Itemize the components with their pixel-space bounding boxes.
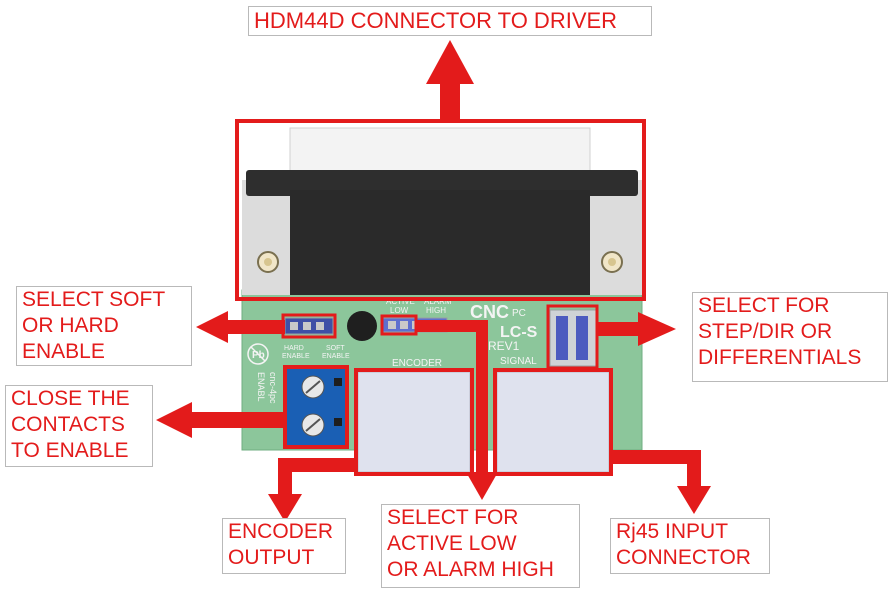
rj45-input-label: Rj45 INPUT CONNECTOR bbox=[610, 518, 770, 574]
encoder-rj45-jack bbox=[357, 371, 471, 473]
capacitor-component bbox=[347, 311, 377, 341]
soft-enable-silk-2: ENABLE bbox=[322, 353, 350, 360]
hdm-connector-label: HDM44D CONNECTOR TO DRIVER bbox=[248, 6, 652, 36]
soft-hard-enable-label: SELECT SOFT OR HARD ENABLE bbox=[16, 286, 192, 366]
hard-enable-silk: HARD bbox=[284, 345, 304, 352]
pb-free-logo-icon: Pb bbox=[247, 343, 269, 365]
close-contacts-line-3: TO ENABLE bbox=[11, 439, 129, 462]
brand-suffix-silk: PC bbox=[512, 308, 526, 319]
annotation-arrows bbox=[156, 40, 711, 522]
step-dir-line-3: DIFFERENTIALS bbox=[698, 346, 862, 369]
step-dir-jumpers bbox=[549, 309, 597, 367]
encoder-output-line-1: ENCODER bbox=[228, 520, 334, 543]
alarm-high-silk-2: HIGH bbox=[426, 306, 446, 315]
close-contacts-line-2: CONTACTS bbox=[11, 413, 125, 436]
encoder-silk: ENCODER bbox=[392, 358, 442, 369]
active-low-line-1: SELECT FOR bbox=[387, 506, 519, 529]
signal-silk: SIGNAL bbox=[500, 356, 537, 367]
active-low-label: SELECT FOR ACTIVE LOW OR ALARM HIGH bbox=[381, 504, 580, 588]
soft-hard-line-3: ENABLE bbox=[22, 340, 105, 363]
soft-hard-line-1: SELECT SOFT bbox=[22, 288, 166, 311]
close-contacts-label: CLOSE THE CONTACTS TO ENABLE bbox=[5, 385, 153, 467]
brand-silk: CNC bbox=[470, 302, 509, 322]
enable-terminal-block bbox=[287, 369, 345, 445]
rj45-line-1: Rj45 INPUT bbox=[616, 520, 729, 543]
hdm-connector-text: HDM44D CONNECTOR TO DRIVER bbox=[254, 8, 618, 33]
soft-hard-line-2: OR HARD bbox=[22, 314, 119, 337]
active-low-silk: ACTIVE bbox=[386, 297, 415, 306]
step-dir-label: SELECT FOR STEP/DIR OR DIFFERENTIALS bbox=[692, 292, 888, 382]
enable-silk: ENABL bbox=[256, 372, 266, 402]
alarm-high-silk: ALARM bbox=[424, 297, 452, 306]
soft-enable-silk: SOFT bbox=[326, 345, 345, 352]
site-silk: cnc-4pc bbox=[268, 372, 278, 404]
hard-enable-silk-2: ENABLE bbox=[282, 353, 310, 360]
rev-silk: REV1 bbox=[488, 339, 520, 353]
db44-connector bbox=[242, 127, 642, 295]
close-contacts-line-1: CLOSE THE bbox=[11, 387, 130, 410]
enable-jumper bbox=[284, 317, 334, 335]
active-low-line-3: OR ALARM HIGH bbox=[387, 558, 554, 581]
rj45-line-2: CONNECTOR bbox=[616, 546, 751, 569]
active-low-silk-2: LOW bbox=[390, 306, 409, 315]
active-low-line-2: ACTIVE LOW bbox=[387, 532, 517, 555]
signal-rj45-jack bbox=[496, 371, 610, 473]
model-silk: LC-S bbox=[500, 324, 538, 341]
step-dir-line-2: STEP/DIR OR bbox=[698, 320, 833, 343]
encoder-output-label: ENCODER OUTPUT bbox=[222, 518, 346, 574]
encoder-output-line-2: OUTPUT bbox=[228, 546, 315, 569]
svg-text:Pb: Pb bbox=[252, 350, 265, 361]
step-dir-line-1: SELECT FOR bbox=[698, 294, 830, 317]
